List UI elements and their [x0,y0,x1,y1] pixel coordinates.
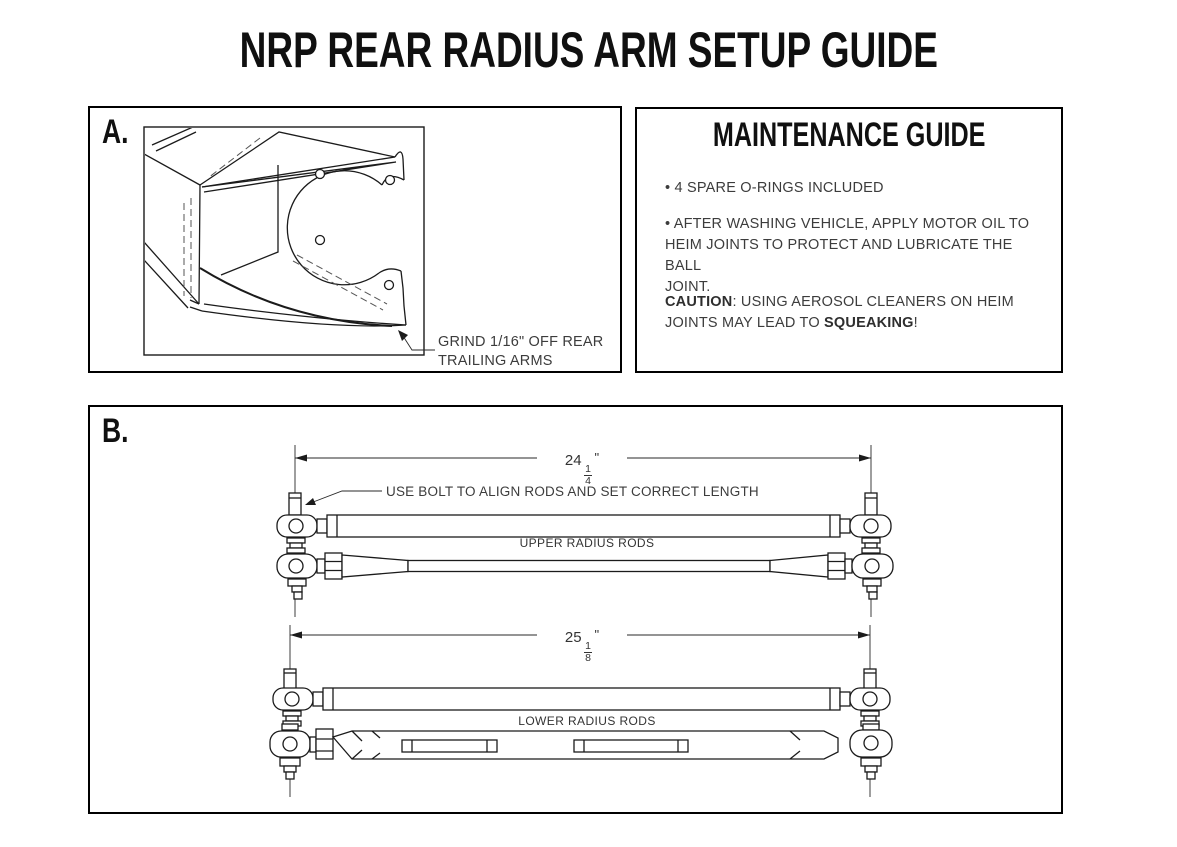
bolt-hole [314,234,326,246]
bolt-hole [314,168,326,180]
grind-leader-line [402,335,435,351]
drawing-frame [143,126,425,356]
section-a-box: A. [88,106,622,373]
maintenance-bullet-1: • 4 SPARE O-RINGS INCLUDED [665,180,884,196]
section-a-label: A. [102,113,129,151]
upper-radius-rod-adjustable [276,552,894,600]
grind-annotation-line1: GRIND 1/16" OFF REAR [438,334,604,350]
upper-rods-label: UPPER RADIUS RODS [519,536,655,550]
section-b-box: B. [88,405,1063,814]
maintenance-title: MAINTENANCE GUIDE [712,116,986,154]
lower-radius-rod-plain [272,687,891,727]
trailing-arm-bracket-drawing [143,126,435,356]
lower-rods-label: LOWER RADIUS RODS [518,714,656,728]
page-title: NRP REAR RADIUS ARM SETUP GUIDE [0,24,1177,76]
lower-radius-rod-machined [269,723,893,780]
upper-alignment-bolts [288,492,878,516]
upper-washer-stacks [286,537,881,554]
grind-leader-arrowhead [398,330,408,341]
bolt-callout: USE BOLT TO ALIGN RODS AND SET CORRECT L… [386,484,759,499]
lower-alignment-bolts [283,668,877,690]
page-title-text: NRP REAR RADIUS ARM SETUP GUIDE [239,22,938,78]
section-b-label: B. [102,412,129,450]
bolt-hole [383,279,395,291]
maintenance-bullet-2: • AFTER WASHING VEHICLE, APPLY MOTOR OIL… [665,216,1030,295]
bracket-line-art [145,128,407,327]
grind-annotation-line2: TRAILING ARMS [438,353,553,369]
radius-rods-drawing [269,445,894,797]
upper-radius-rod-plain [276,514,892,538]
bolt-hole [384,174,396,186]
maintenance-box: MAINTENANCE GUIDE • 4 SPARE O-RINGS INCL… [635,107,1063,373]
bolt-callout-leader [305,490,382,505]
